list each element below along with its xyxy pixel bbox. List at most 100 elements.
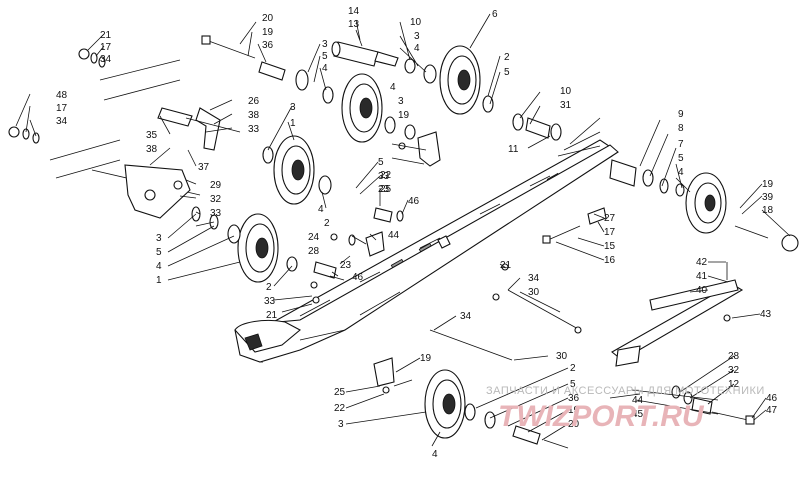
callout-19: 19 <box>262 27 274 38</box>
callout-3: 3 <box>398 96 404 107</box>
callout-17: 17 <box>56 103 68 114</box>
callout-32: 32 <box>728 365 740 376</box>
callout-3: 3 <box>338 419 344 430</box>
bolt-20 <box>201 35 256 59</box>
callout-23: 23 <box>378 184 390 195</box>
callout-8: 8 <box>678 123 684 134</box>
callout-45: 45 <box>632 409 644 420</box>
callout-21: 21 <box>500 260 512 271</box>
callout-27: 27 <box>604 213 616 224</box>
callout-33: 33 <box>210 208 222 219</box>
callout-5: 5 <box>570 379 576 390</box>
bolt-16-and-27 <box>542 207 607 244</box>
watermark-caption: ЗАПЧАСТИ И АКСЕССУАРЫ ДЛЯ МОТОТЕХНИКИ <box>486 385 765 397</box>
idler-wheel-top-center <box>341 73 416 143</box>
callout-41: 41 <box>696 271 708 282</box>
callout-30: 30 <box>556 351 568 362</box>
spring-arm-40 <box>611 262 744 367</box>
watermark: ЗАПЧАСТИ И АКСЕССУАРЫ ДЛЯ МОТОТЕХНИКИ TW… <box>486 385 765 433</box>
callout-34: 34 <box>56 116 68 127</box>
pivot-arm-29 <box>91 164 201 219</box>
right-rail <box>234 144 619 363</box>
idler-wheel-top-right <box>404 45 494 115</box>
callout-42: 42 <box>696 257 708 268</box>
callout-10: 10 <box>410 17 422 28</box>
callout-2: 2 <box>504 52 510 63</box>
callout-numbers: 20 19 36 3 5 4 14 13 10 3 4 6 2 5 21 17 … <box>56 6 778 460</box>
callout-33: 33 <box>248 124 260 135</box>
callout-4: 4 <box>678 167 684 178</box>
callout-2: 2 <box>324 218 330 229</box>
callout-19: 19 <box>568 405 580 416</box>
callout-20: 20 <box>262 13 274 24</box>
callout-46: 46 <box>408 196 420 207</box>
callout-23: 23 <box>340 260 352 271</box>
callout-34: 34 <box>100 54 112 65</box>
callout-19: 19 <box>398 110 410 121</box>
callout-13: 13 <box>348 19 360 30</box>
callout-47: 47 <box>766 405 778 416</box>
callout-4: 4 <box>414 43 420 54</box>
callout-5: 5 <box>678 153 684 164</box>
callout-38: 38 <box>146 144 158 155</box>
callout-3: 3 <box>322 39 328 50</box>
callout-4: 4 <box>322 63 328 74</box>
callout-17: 17 <box>100 42 112 53</box>
callout-28: 28 <box>308 246 320 257</box>
callout-5: 5 <box>504 67 510 78</box>
callout-5: 5 <box>322 51 328 62</box>
callout-3: 3 <box>414 31 420 42</box>
callout-10: 10 <box>560 86 572 97</box>
callout-34: 34 <box>460 311 472 322</box>
callout-44: 44 <box>632 395 644 406</box>
callout-21: 21 <box>100 30 112 41</box>
callout-24: 24 <box>308 232 320 243</box>
callout-14: 14 <box>348 6 360 17</box>
callout-21: 21 <box>266 310 278 321</box>
callout-36: 36 <box>262 40 274 51</box>
callout-29: 29 <box>210 180 222 191</box>
callout-5: 5 <box>156 247 162 258</box>
callout-2: 2 <box>266 282 272 293</box>
callout-40: 40 <box>696 285 708 296</box>
callout-16: 16 <box>604 255 616 266</box>
callout-9: 9 <box>678 109 684 120</box>
arm-assembly-26-38 <box>157 107 241 151</box>
callout-46: 46 <box>352 272 364 283</box>
callout-3: 3 <box>290 102 296 113</box>
callout-20: 20 <box>568 419 580 430</box>
watermark-logo: TWIZPORT.RU <box>498 400 705 433</box>
callout-12: 12 <box>728 379 740 390</box>
callout-37: 37 <box>198 162 210 173</box>
callout-39: 39 <box>762 192 774 203</box>
callout-4: 4 <box>390 82 396 93</box>
callout-4: 4 <box>318 204 324 215</box>
callout-4: 4 <box>156 261 162 272</box>
callout-7: 7 <box>678 139 684 150</box>
small-parts-left-column <box>8 48 181 179</box>
callout-6: 6 <box>492 9 498 20</box>
callout-15: 15 <box>604 241 616 252</box>
spacer-36 <box>258 61 286 81</box>
callout-19: 19 <box>762 179 774 190</box>
lower-wheel-front <box>373 357 569 449</box>
callout-48: 48 <box>56 90 68 101</box>
callout-46: 46 <box>766 393 778 404</box>
middle-small-parts <box>310 131 509 304</box>
callout-22: 22 <box>334 403 346 414</box>
shafts-30-34 <box>429 289 582 361</box>
callout-18: 18 <box>762 205 774 216</box>
callout-36: 36 <box>568 393 580 404</box>
callout-22: 22 <box>380 170 392 181</box>
callout-1: 1 <box>290 118 296 129</box>
callout-35: 35 <box>146 130 158 141</box>
callout-25: 25 <box>380 184 392 195</box>
callout-11: 11 <box>508 144 519 155</box>
callout-5: 5 <box>378 157 384 168</box>
leader-lines <box>15 13 791 447</box>
callout-43: 43 <box>760 309 772 320</box>
callout-38: 38 <box>248 110 260 121</box>
callout-44: 44 <box>388 230 400 241</box>
callout-31: 31 <box>560 100 572 111</box>
